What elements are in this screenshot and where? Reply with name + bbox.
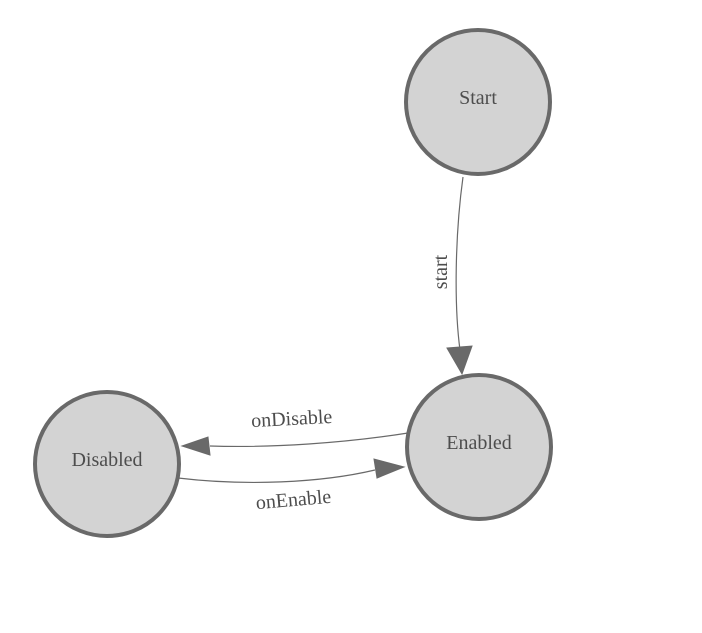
node-label-enabled: Enabled (446, 432, 512, 454)
arrowhead-icon-enabled-to-disabled (180, 436, 211, 456)
edge-line-disabled-to-enabled (177, 469, 376, 483)
arrowhead-icon-start-to-enabled (446, 345, 473, 376)
edge-label-onenable: onEnable (255, 486, 332, 515)
edge-disabled-to-enabled: onEnable (177, 458, 406, 515)
node-label-disabled: Disabled (71, 449, 142, 471)
node-label-start: Start (459, 87, 497, 109)
arrowhead-icon-disabled-to-enabled (373, 458, 406, 479)
state-node-start: Start (404, 28, 552, 176)
node-circle-disabled (33, 390, 181, 538)
node-circle-start (404, 28, 552, 176)
edge-line-enabled-to-disabled (209, 432, 409, 448)
edge-line-start-to-enabled (455, 176, 464, 351)
edge-start-to-enabled: start (430, 176, 473, 376)
edge-label-start: start (430, 254, 452, 289)
state-node-enabled: Enabled (405, 373, 553, 521)
edge-enabled-to-disabled: onDisable (180, 406, 409, 456)
edge-label-ondisable: onDisable (251, 406, 333, 432)
state-node-disabled: Disabled (33, 390, 181, 538)
node-circle-enabled (405, 373, 553, 521)
